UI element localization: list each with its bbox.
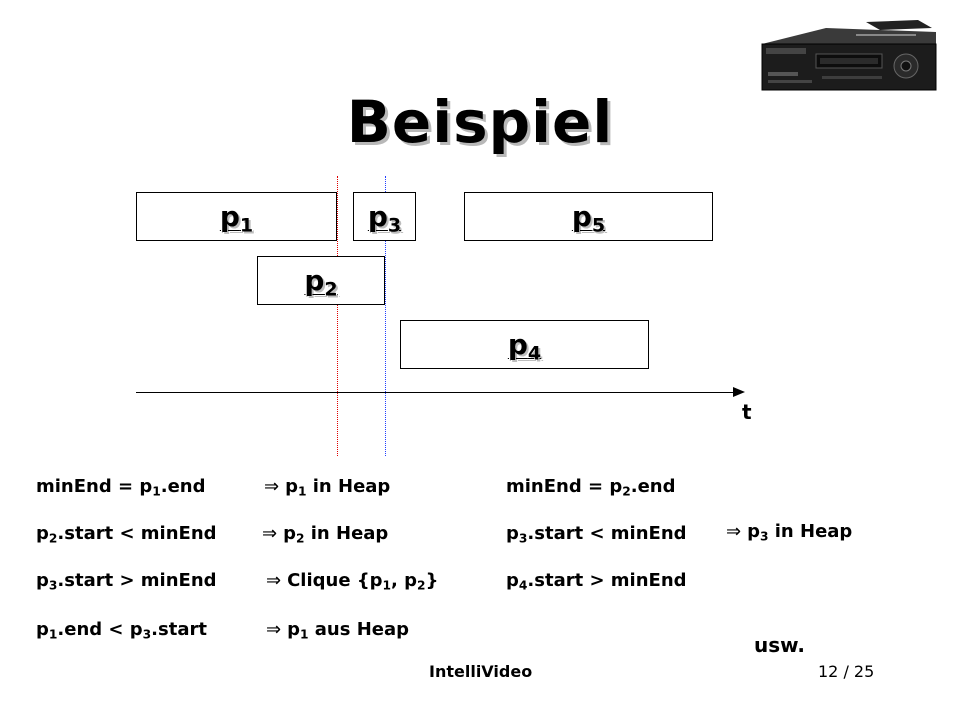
- axis-arrow-icon: [733, 387, 745, 397]
- interval-box-p3: p3: [353, 192, 416, 241]
- min-end-marker-red: [337, 176, 338, 456]
- continuation-note: usw.: [754, 633, 805, 657]
- interval-box-p5: p5: [464, 192, 713, 241]
- right-step-2-result: ⇒p3 in Heap: [726, 521, 853, 544]
- time-axis-label: t: [742, 400, 752, 424]
- time-axis: [136, 387, 746, 397]
- right-step-2-condition: p3.start < minEnd: [506, 523, 687, 546]
- footer-title: IntelliVideo: [429, 662, 533, 681]
- left-step-1-condition: minEnd = p1.end: [36, 476, 206, 499]
- interval-box-p1: p1: [136, 192, 337, 241]
- interval-box-p4: p4: [400, 320, 649, 369]
- right-step-3-condition: p4.start > minEnd: [506, 570, 687, 593]
- slide-title: Beispiel: [346, 88, 614, 156]
- left-step-4-result: ⇒p1 aus Heap: [266, 619, 410, 642]
- interval-box-p2: p2: [257, 256, 385, 305]
- left-step-4-condition: p1.end < p3.start: [36, 619, 207, 642]
- left-step-2-condition: p2.start < minEnd: [36, 523, 217, 546]
- left-step-2-result: ⇒p2 in Heap: [262, 523, 389, 546]
- right-step-1-condition: minEnd = p2.end: [506, 476, 676, 499]
- page-number: 12 / 25: [818, 662, 875, 681]
- vcr-device-icon: [761, 20, 937, 91]
- left-step-1-result: ⇒p1 in Heap: [264, 476, 391, 499]
- min-end-marker-blue: [385, 176, 386, 456]
- left-step-3-condition: p3.start > minEnd: [36, 570, 217, 593]
- left-step-3-result: ⇒Clique {p1, p2}: [266, 570, 439, 593]
